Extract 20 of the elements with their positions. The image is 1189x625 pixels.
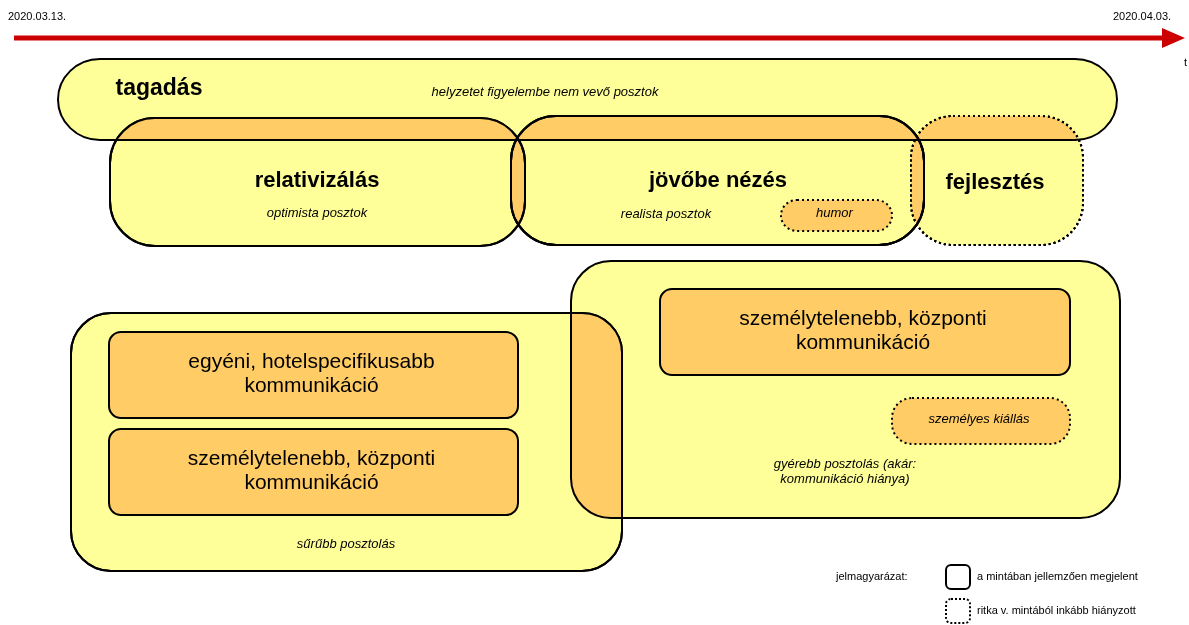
- topic-label: személyes kiállás: [927, 411, 1031, 426]
- communication-label: személytelenebb, központi kommunikáció: [186, 446, 437, 494]
- topic-label: humor: [815, 205, 855, 220]
- date-label: 2020.04.03.: [1113, 10, 1172, 22]
- legend-label: a mintában jellemzően megjelent: [977, 570, 1138, 582]
- stage-title: fejlesztés: [944, 169, 1046, 195]
- axis-label: t: [1184, 56, 1188, 68]
- group-caption: sűrűbb posztolás: [295, 536, 397, 551]
- communication-label: egyéni, hotelspecifikusabb kommunikáció: [187, 349, 436, 397]
- group-caption: gyérebb posztolás (akár: kommunikáció hiánya): [772, 456, 918, 486]
- stage-title: relativizálás: [253, 167, 381, 193]
- stage-description: realista posztok: [619, 206, 713, 221]
- date-label: 2020.03.13.: [8, 10, 67, 22]
- stage-description: optimista posztok: [265, 205, 369, 220]
- legend-title: jelmagyarázat:: [836, 570, 908, 582]
- legend-label: ritka v. mintából inkább hiányzott: [977, 604, 1136, 616]
- stage-title: jövőbe nézés: [647, 167, 789, 193]
- stage-title: tagadás: [114, 74, 204, 101]
- stage-description: helyzetet figyelembe nem vevő posztok: [430, 84, 660, 99]
- communication-label: személytelenebb, központi kommunikáció: [738, 306, 988, 354]
